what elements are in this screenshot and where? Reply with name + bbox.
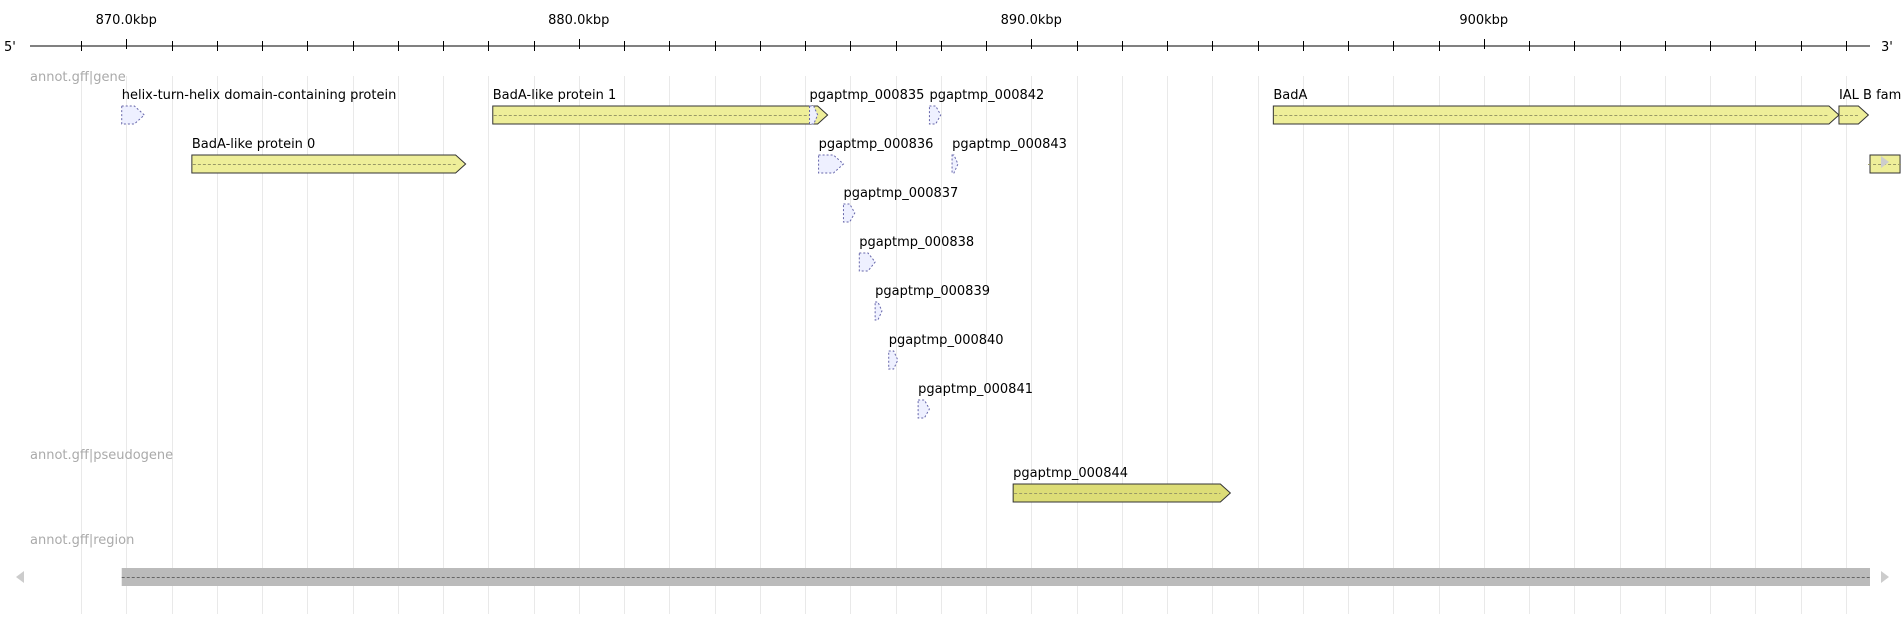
feature-label: pgaptmp_000836 [819, 137, 934, 152]
feature-glyph[interactable] [874, 301, 883, 321]
track-title: annot.gff|pseudogene [30, 448, 173, 463]
feature[interactable] [121, 568, 1871, 586]
three-prime-label: 3' [1881, 40, 1893, 55]
feature-label: pgaptmp_000838 [859, 235, 974, 250]
feature-label: pgaptmp_000842 [929, 88, 1044, 103]
feature[interactable]: pgaptmp_000839 [874, 284, 990, 321]
feature[interactable]: pgaptmp_000843 [951, 137, 1067, 174]
feature-label: pgaptmp_000844 [1013, 466, 1128, 481]
feature-glyph[interactable] [928, 105, 942, 125]
track: annot.gff|pseudogene pgaptmp_000844 [30, 448, 1232, 503]
feature-label: pgaptmp_000839 [875, 284, 990, 299]
feature-label: pgaptmp_000835 [810, 88, 925, 103]
feature-glyph[interactable] [951, 154, 959, 174]
feature-label: pgaptmp_000837 [843, 186, 958, 201]
track: annot.gff|region [30, 533, 1871, 586]
scroll-right-arrow-icon[interactable] [1881, 571, 1889, 583]
scroll-left-arrow-icon[interactable] [16, 571, 24, 583]
track-title: annot.gff|gene [30, 70, 126, 85]
ruler-label: 900kbp [1459, 13, 1508, 28]
feature[interactable]: pgaptmp_000842 [928, 88, 1044, 125]
feature[interactable]: Pp [1866, 137, 1901, 174]
feature-label: pgaptmp_000841 [918, 382, 1033, 397]
feature[interactable]: pgaptmp_000835 [809, 88, 925, 125]
five-prime-label: 5' [4, 40, 16, 55]
feature-label: BadA-like protein 1 [493, 88, 616, 103]
feature[interactable]: helix-turn-helix domain-containing prote… [121, 88, 397, 125]
feature-glyph[interactable] [809, 105, 819, 125]
feature-glyph[interactable] [842, 203, 856, 223]
feature[interactable]: pgaptmp_000841 [917, 382, 1033, 419]
feature-glyph[interactable] [888, 350, 899, 370]
coordinate-ruler[interactable]: 5' 3' 870.0kbp 880.0kbp 890.0kbp 900kbp [4, 13, 1893, 55]
feature-label: helix-turn-helix domain-containing prote… [122, 88, 397, 103]
track: annot.gff|gene helix-turn-helix domain-co… [30, 70, 1901, 419]
feature[interactable]: BadA-like protein 1 [492, 88, 829, 125]
feature-label: pgaptmp_000840 [889, 333, 1004, 348]
region-bar[interactable] [121, 568, 1871, 586]
feature[interactable]: pgaptmp_000838 [858, 235, 974, 272]
feature[interactable]: pgaptmp_000836 [818, 137, 934, 174]
ruler-label: 880.0kbp [548, 13, 609, 28]
scroll-right-arrow-icon[interactable] [1881, 156, 1889, 168]
feature-glyph[interactable] [917, 399, 931, 419]
feature[interactable]: pgaptmp_000840 [888, 333, 1004, 370]
feature-glyph[interactable] [1838, 105, 1870, 125]
feature-glyph[interactable] [121, 105, 146, 125]
feature[interactable]: IAL B family [1838, 88, 1901, 125]
feature[interactable]: pgaptmp_000844 [1012, 466, 1232, 503]
feature[interactable]: BadA-like protein 0 [191, 137, 467, 174]
ruler-label: 870.0kbp [96, 13, 157, 28]
feature[interactable]: BadA [1272, 88, 1840, 125]
tracks: annot.gff|gene helix-turn-helix domain-co… [30, 70, 1901, 586]
feature-glyph[interactable] [818, 154, 845, 174]
feature-glyph[interactable] [858, 252, 876, 272]
track-title: annot.gff|region [30, 533, 134, 548]
feature-label: pgaptmp_000843 [952, 137, 1067, 152]
scroll-arrows [16, 156, 1889, 583]
feature-label: BadA [1273, 88, 1307, 103]
feature-label: BadA-like protein 0 [192, 137, 315, 152]
feature[interactable]: pgaptmp_000837 [842, 186, 958, 223]
feature-label: IAL B family [1839, 88, 1901, 103]
ruler-label: 890.0kbp [1001, 13, 1062, 28]
